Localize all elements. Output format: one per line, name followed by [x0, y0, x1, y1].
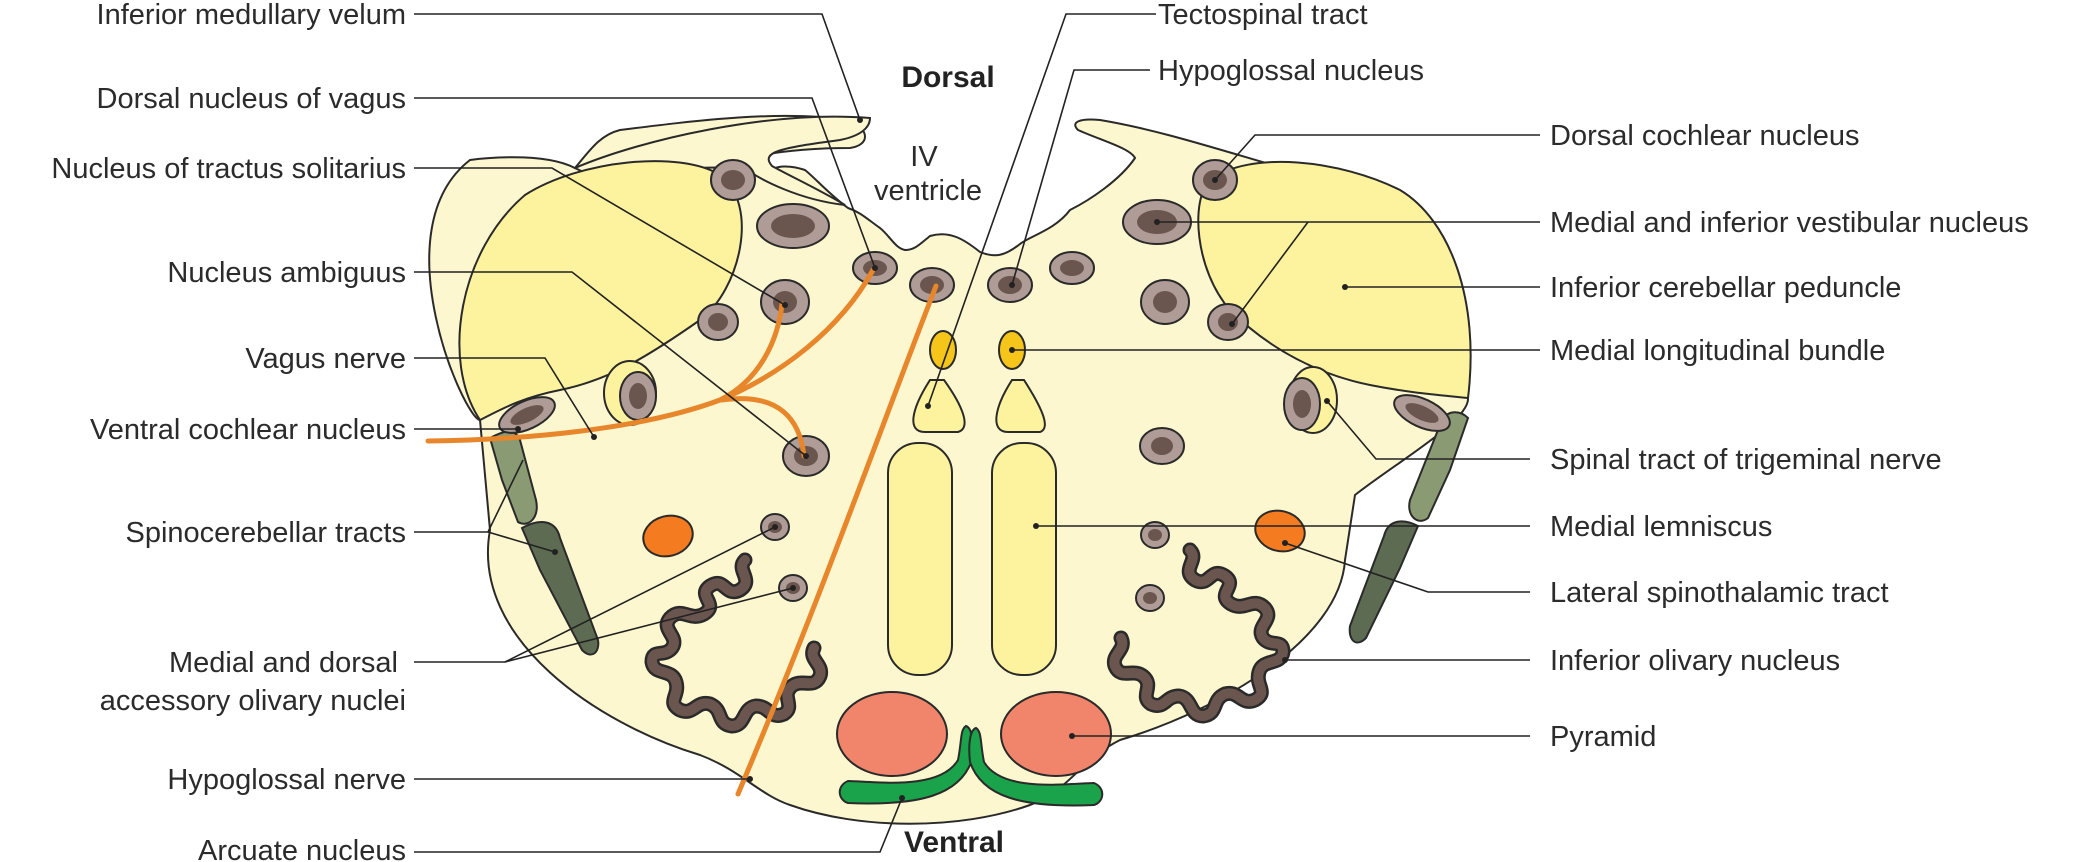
ventral-label: Ventral [904, 826, 1004, 859]
label-tectospinal-tract: Tectospinal tract [1158, 0, 1368, 31]
left-medial-lemniscus [887, 442, 953, 676]
label-nucleus-of-tractus-solitarius: Nucleus of tractus solitarius [51, 153, 406, 185]
right-labels: Tectospinal tract Hypoglossal nucleus Do… [1158, 0, 2029, 753]
right-arcuate-nucleus [968, 726, 1104, 807]
right-spinocerebellar-tract-upper [1408, 411, 1470, 522]
label-lateral-spinothalamic-tract: Lateral spinothalamic tract [1550, 577, 1889, 609]
label-inferior-medullary-velum: Inferior medullary velum [97, 0, 406, 31]
label-medial-and-dorsal-accessory-olivary-nuclei: Medial and dorsal accessory olivary nucl… [100, 647, 406, 717]
label-pyramid: Pyramid [1550, 721, 1656, 753]
right-lateral-spinothalamic-tract [1254, 509, 1306, 553]
pointer-dots [515, 117, 1348, 801]
hypoglossal-nerve-fibre [735, 283, 939, 797]
brown-nuclei [498, 159, 1451, 612]
label-spinal-tract-of-trigeminal-nerve: Spinal tract of trigeminal nerve [1550, 444, 1942, 476]
left-tectospinal-tract [912, 379, 966, 433]
label-medial-and-inferior-vestibular-nucleus: Medial and inferior vestibular nucleus [1550, 207, 2029, 239]
left-lateral-spinothalamic-tract [642, 514, 694, 558]
label-medial-longitudinal-bundle: Medial longitudinal bundle [1550, 335, 1885, 367]
label-hypoglossal-nerve: Hypoglossal nerve [167, 764, 406, 796]
label-vagus-nerve: Vagus nerve [245, 343, 406, 375]
label-arcuate-nucleus: Arcuate nucleus [198, 835, 406, 862]
label-dorsal-nucleus-of-vagus: Dorsal nucleus of vagus [97, 83, 407, 115]
leader-lines [414, 13, 1540, 853]
right-pyramid [1000, 691, 1112, 777]
left-medial-longitudinal-bundle [929, 330, 957, 370]
right-spinocerebellar-tract-lower [1348, 520, 1420, 644]
left-labels: Inferior medullary velum Dorsal nucleus … [51, 0, 406, 862]
right-medial-lemniscus [991, 442, 1057, 676]
label-dorsal-cochlear-nucleus: Dorsal cochlear nucleus [1550, 120, 1859, 152]
label-hypoglossal-nucleus: Hypoglossal nucleus [1158, 55, 1424, 87]
label-spinocerebellar-tracts: Spinocerebellar tracts [126, 517, 406, 549]
right-tectospinal-tract [995, 379, 1046, 433]
ventricle-label: IV ventricle [874, 141, 982, 207]
label-ventral-cochlear-nucleus: Ventral cochlear nucleus [90, 414, 406, 446]
label-medial-lemniscus: Medial lemniscus [1550, 511, 1772, 543]
label-nucleus-ambiguus: Nucleus ambiguus [167, 257, 406, 289]
label-inferior-cerebellar-peduncle: Inferior cerebellar peduncle [1550, 272, 1901, 304]
left-pyramid [836, 691, 948, 777]
label-inferior-olivary-nucleus: Inferior olivary nucleus [1550, 645, 1840, 677]
dorsal-label: Dorsal [901, 61, 994, 94]
left-spinocerebellar-tract-lower [520, 521, 600, 656]
vagus-nerve-fibre [425, 301, 785, 444]
